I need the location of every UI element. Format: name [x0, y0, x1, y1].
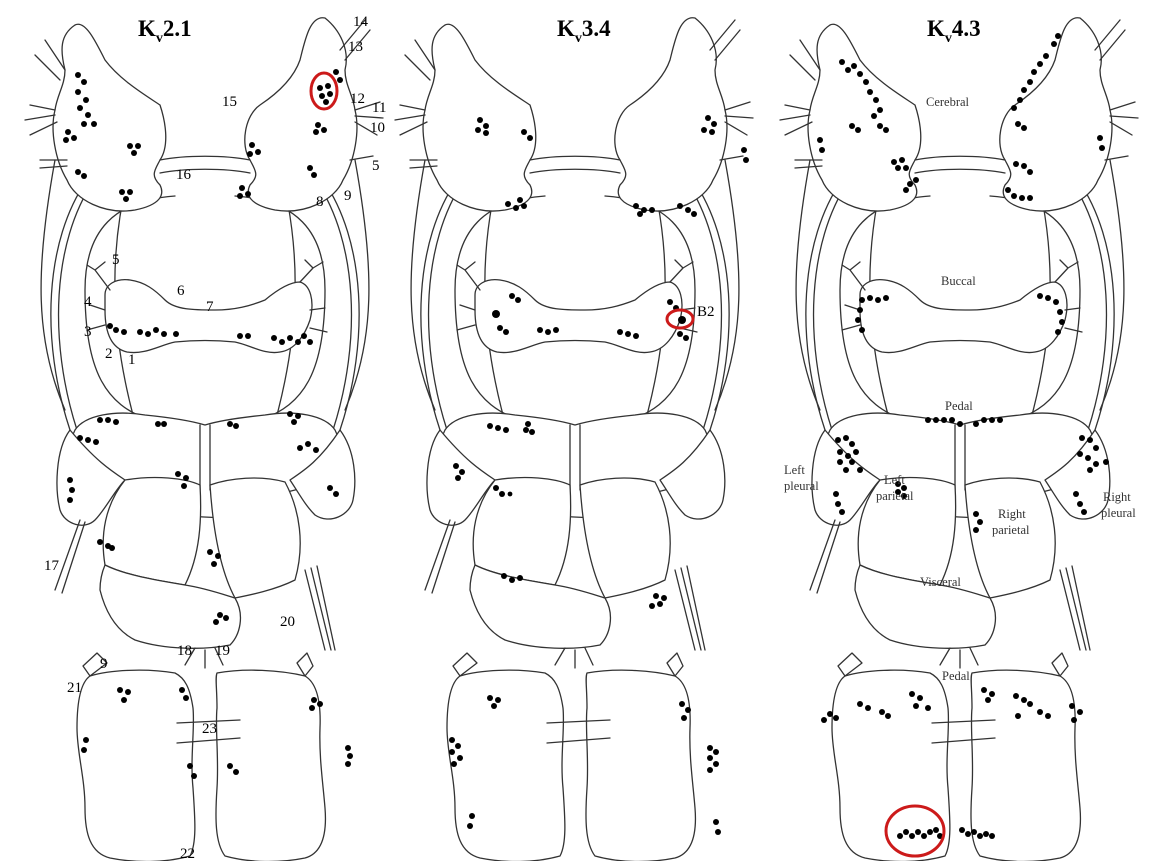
- pedal-outline-kv34: [447, 653, 695, 861]
- nerve-label: 6: [177, 283, 185, 299]
- nerve-label: 8: [316, 194, 324, 210]
- panel-kv43: Kv4.3: [780, 16, 1138, 861]
- nerve-label: 15: [222, 94, 237, 110]
- nerve-label: 1: [128, 352, 136, 368]
- nerve-label: 18: [177, 643, 192, 659]
- panel-title-kv21: Kv2.1: [138, 16, 192, 46]
- nerve-label: 7: [206, 299, 214, 315]
- nerve-label: 9: [344, 188, 352, 204]
- nerve-label: 9: [100, 656, 108, 672]
- region-label-pedal: Pedal: [942, 669, 970, 683]
- brain-outline-kv34: [395, 18, 753, 668]
- region-label-left-parietal: Left: [884, 473, 905, 487]
- nerve-label: 4: [84, 294, 92, 310]
- region-label-cerebral: Cerebral: [926, 95, 970, 109]
- nerve-label: 5: [112, 252, 120, 268]
- region-label-right-pleural: Right: [1103, 490, 1131, 504]
- nerve-label: 16: [176, 167, 192, 183]
- nerve-label: 21: [67, 680, 82, 696]
- panel-kv21: Kv2.1: [25, 14, 386, 861]
- nerve-label: 10: [370, 120, 385, 136]
- region-label-right-parietal: parietal: [992, 523, 1030, 537]
- nerve-label: 11: [372, 100, 386, 116]
- brain-outline-kv21: [25, 18, 383, 668]
- region-label-right-parietal: Right: [998, 507, 1026, 521]
- region-label-left-parietal: parietal: [876, 489, 914, 503]
- panel-kv34: Kv3.4: [395, 16, 753, 861]
- nerve-label: 23: [202, 721, 217, 737]
- nerve-label: 17: [44, 558, 60, 574]
- brain-outline-kv43: [780, 18, 1138, 668]
- nerve-label: 2: [105, 346, 113, 362]
- pedal-outline-kv43: [832, 653, 1080, 861]
- region-label-right-pleural: pleural: [1101, 506, 1136, 520]
- panel-title-kv34: Kv3.4: [557, 16, 611, 46]
- nerve-label: 5: [372, 158, 380, 174]
- nerve-label: 19: [215, 643, 230, 659]
- region-label-buccal: Buccal: [941, 274, 976, 288]
- nerve-label: 3: [84, 324, 92, 340]
- nerve-label: 22: [180, 846, 195, 861]
- pedal-outline-kv21: [77, 653, 325, 861]
- nerve-label: 20: [280, 614, 295, 630]
- panel-title-kv43: Kv4.3: [927, 16, 981, 46]
- nerve-label: 12: [350, 91, 365, 107]
- nerve-label: 14: [353, 14, 369, 30]
- region-label-left-pleural: Left: [784, 463, 805, 477]
- nerve-label: 13: [348, 39, 363, 55]
- region-label-left-pleural: pleural: [784, 479, 819, 493]
- region-label-pedal: Pedal: [945, 399, 973, 413]
- cell-label-b2: B2: [697, 304, 715, 320]
- region-label-visceral: Visceral: [920, 575, 961, 589]
